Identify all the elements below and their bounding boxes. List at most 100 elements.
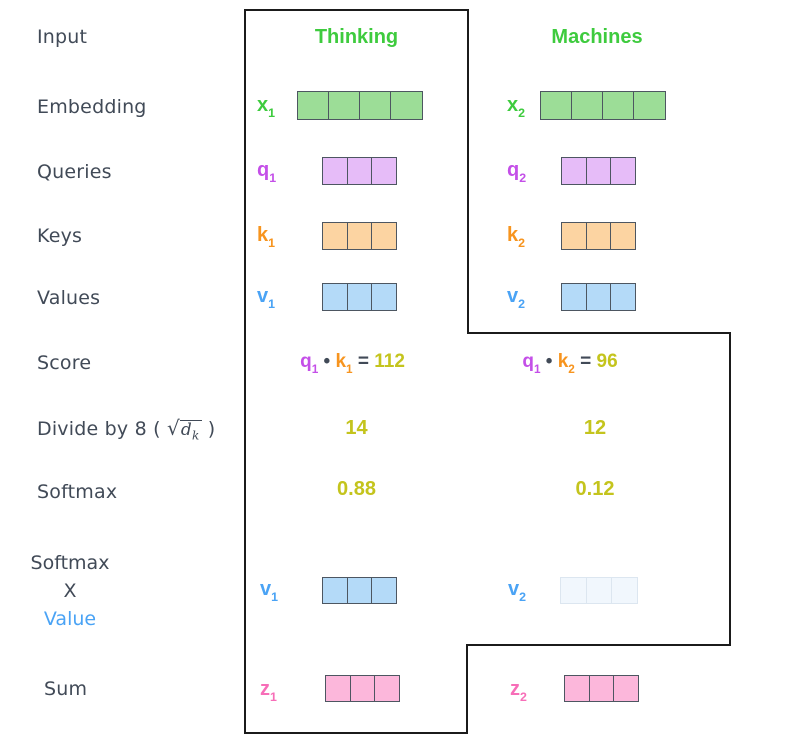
- softmax-x-value-line2: X: [63, 580, 77, 602]
- vector-cell: [561, 157, 587, 185]
- vector-cell: [359, 91, 392, 120]
- score2-value: 96: [596, 351, 618, 372]
- vector-cell: [322, 157, 348, 185]
- vector-cell: [371, 157, 397, 185]
- softmax-value-2: 0.12: [575, 478, 615, 500]
- vector-label-k2: k2: [507, 224, 526, 250]
- vector-cell: [371, 222, 397, 250]
- row-label-embedding: Embedding: [37, 96, 147, 118]
- softmax-x-value-line1: Softmax: [30, 552, 110, 574]
- vector-label-k1: k1: [257, 224, 276, 250]
- vector-cell: [585, 222, 612, 250]
- score2-k: k2: [557, 351, 575, 376]
- row-label-queries: Queries: [37, 161, 112, 183]
- score1-q: q1: [300, 351, 319, 376]
- vector-label-x2: x2: [507, 94, 526, 120]
- radicand: dk: [179, 420, 202, 445]
- score2-dot: •: [545, 351, 553, 372]
- vector-cell: [371, 577, 397, 604]
- vector-cell: [560, 577, 587, 604]
- vector-cells-k2: [561, 222, 636, 250]
- divide-value-1: 14: [345, 417, 368, 439]
- vector-cells-x1: [297, 91, 423, 120]
- vector-cell: [610, 157, 636, 185]
- vector-cells-v2-weighted: [560, 577, 638, 604]
- radicand-sub-k: k: [192, 428, 200, 443]
- vector-cell: [613, 675, 639, 702]
- vector-cell: [371, 283, 397, 311]
- vector-cell: [571, 91, 604, 120]
- vector-label-q1: q1: [257, 159, 277, 185]
- vector-cell: [346, 157, 373, 185]
- vector-cell: [325, 675, 351, 702]
- vector-cell: [561, 283, 587, 311]
- vector-cells-v1-weighted: [322, 577, 397, 604]
- vector-cell: [349, 675, 376, 702]
- vector-cells-q2: [561, 157, 636, 185]
- row-label-score: Score: [37, 352, 92, 374]
- vector-cell: [588, 675, 615, 702]
- row-label-softmax: Softmax: [37, 481, 118, 503]
- row-label-sum: Sum: [44, 678, 88, 700]
- vector-cell: [585, 283, 612, 311]
- vector-cell: [374, 675, 400, 702]
- vector-cell: [390, 91, 423, 120]
- radicand-d: d: [180, 420, 193, 440]
- column-header-machines: Machines: [551, 26, 643, 48]
- row-label-keys: Keys: [37, 225, 83, 247]
- vector-label-z2: z2: [510, 678, 527, 704]
- divide-prefix: Divide by 8 (: [37, 418, 161, 440]
- vector-cell: [602, 91, 635, 120]
- column-header-thinking: Thinking: [314, 26, 399, 48]
- radical-sign: √: [166, 416, 180, 440]
- vector-label-v1-weighted: v1: [260, 578, 279, 604]
- vector-cell: [322, 222, 348, 250]
- vector-label-q2: q2: [507, 159, 527, 185]
- divide-suffix: ): [207, 418, 216, 440]
- vector-cell: [346, 577, 373, 604]
- score1-value: 112: [374, 351, 405, 372]
- vector-cell: [561, 222, 587, 250]
- row-label-softmax-x-value: Softmax X Value: [25, 549, 115, 633]
- vector-cell: [346, 222, 373, 250]
- softmax-value-1: 0.88: [337, 478, 376, 500]
- row-label-input: Input: [37, 26, 88, 48]
- vector-cell: [611, 577, 638, 604]
- vector-cell: [633, 91, 666, 120]
- vector-label-x1: x1: [257, 94, 276, 120]
- vector-cell: [585, 577, 613, 604]
- divide-value-2: 12: [583, 417, 607, 439]
- vector-cells-k1: [322, 222, 397, 250]
- score1-k: k1: [335, 351, 353, 376]
- score-line-1: q1 • k1 = 112: [245, 351, 460, 376]
- score1-eq: =: [357, 351, 369, 372]
- row-label-values: Values: [37, 287, 101, 309]
- vector-cell: [328, 91, 361, 120]
- vector-cells-z2: [564, 675, 639, 702]
- score2-eq: =: [580, 351, 592, 372]
- row-label-divide: Divide by 8 ( √dk ): [37, 416, 215, 445]
- score2-q: q1: [522, 351, 541, 376]
- vector-label-v1: v1: [257, 285, 276, 311]
- score-line-2: q1 • k2 = 96: [470, 351, 670, 376]
- vector-cell: [585, 157, 612, 185]
- softmax-x-value-line3: Value: [43, 608, 97, 630]
- vector-cell: [322, 577, 348, 604]
- vector-cells-x2: [540, 91, 666, 120]
- score1-dot: •: [323, 351, 331, 372]
- vector-cell: [564, 675, 590, 702]
- vector-cell: [610, 222, 636, 250]
- sqrt-dk-formula: √dk: [167, 416, 202, 445]
- vector-cells-v1: [322, 283, 397, 311]
- vector-cell: [322, 283, 348, 311]
- vector-cell: [297, 91, 330, 120]
- vector-label-z1: z1: [260, 678, 277, 704]
- vector-label-v2-weighted: v2: [508, 578, 527, 604]
- vector-cell: [540, 91, 573, 120]
- vector-cells-z1: [325, 675, 400, 702]
- vector-cell: [610, 283, 636, 311]
- vector-label-v2: v2: [507, 285, 526, 311]
- vector-cell: [346, 283, 373, 311]
- vector-cells-q1: [322, 157, 397, 185]
